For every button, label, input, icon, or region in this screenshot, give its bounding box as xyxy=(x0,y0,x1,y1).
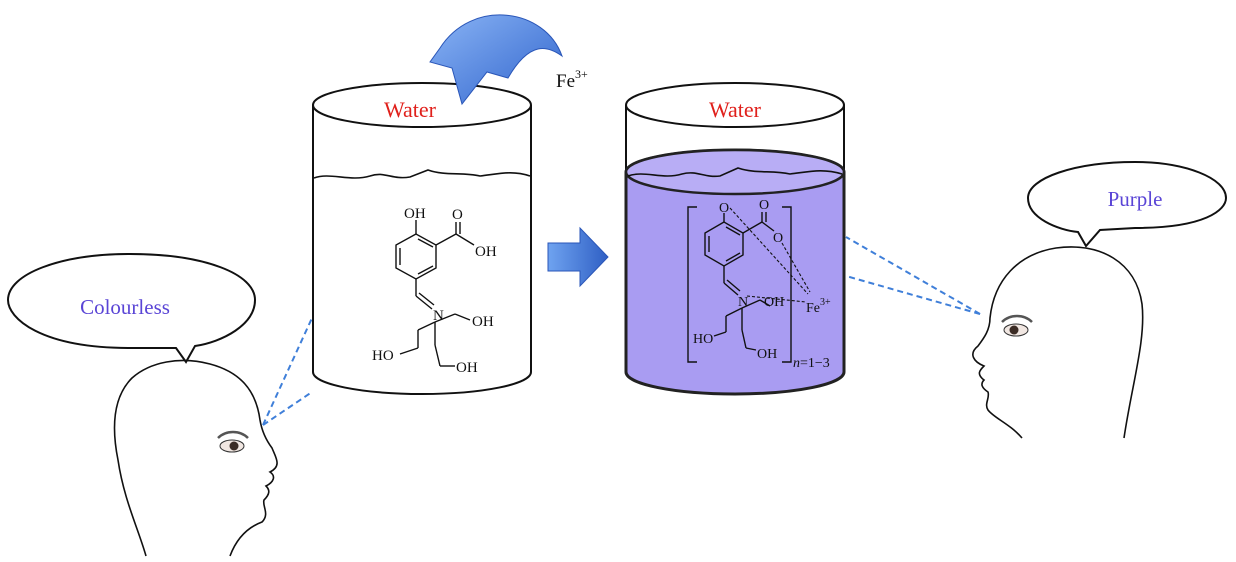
right-beaker: Water xyxy=(624,82,846,396)
left-speech-bubble xyxy=(6,252,257,364)
left-observer: Colourless xyxy=(6,252,313,557)
ligand-oh-a: OH xyxy=(472,314,494,330)
complex-imine-n: N xyxy=(738,295,748,310)
left-head-outline xyxy=(113,359,278,557)
left-beaker-label: Water xyxy=(384,97,437,122)
right-bubble-text: Purple xyxy=(1108,187,1163,211)
complex-oh-a: OH xyxy=(764,295,784,310)
complex-oh-c: OH xyxy=(757,347,777,362)
reaction-arrow xyxy=(547,226,609,288)
right-eye-icon xyxy=(1001,314,1033,337)
ligand-oh-top: OH xyxy=(404,206,426,222)
right-speech-bubble xyxy=(1026,160,1228,248)
ligand-ho-b: HO xyxy=(372,348,394,364)
left-water-surface xyxy=(313,169,531,179)
ligand-acid-o: O xyxy=(452,207,463,223)
complex-carbonyl-o: O xyxy=(759,198,769,213)
ligand-oh-c: OH xyxy=(456,360,478,376)
fe-ion-label: Fe3+ xyxy=(556,67,588,92)
ligand-acid-oh: OH xyxy=(475,244,497,260)
curved-addition-arrow xyxy=(429,14,564,106)
fe-complex: O O O N OH HO OH Fe3+ n=1−3 xyxy=(687,198,831,371)
complex-subscript: n=1−3 xyxy=(793,356,830,371)
complex-ho-b: HO xyxy=(693,332,713,347)
complex-phenolate-o: O xyxy=(719,201,729,216)
ligand-molecule: OH O OH N OH HO OH xyxy=(372,206,497,376)
complex-carboxyl-o: O xyxy=(773,231,783,246)
right-observer: Purple xyxy=(845,160,1228,439)
left-eye-icon xyxy=(217,430,249,453)
right-beaker-label: Water xyxy=(709,97,762,122)
right-head-outline xyxy=(972,246,1144,439)
complex-fe-label: Fe3+ xyxy=(806,297,831,316)
left-bubble-text: Colourless xyxy=(80,295,170,319)
ligand-imine-n: N xyxy=(433,308,444,324)
left-beaker: Water xyxy=(312,82,532,395)
